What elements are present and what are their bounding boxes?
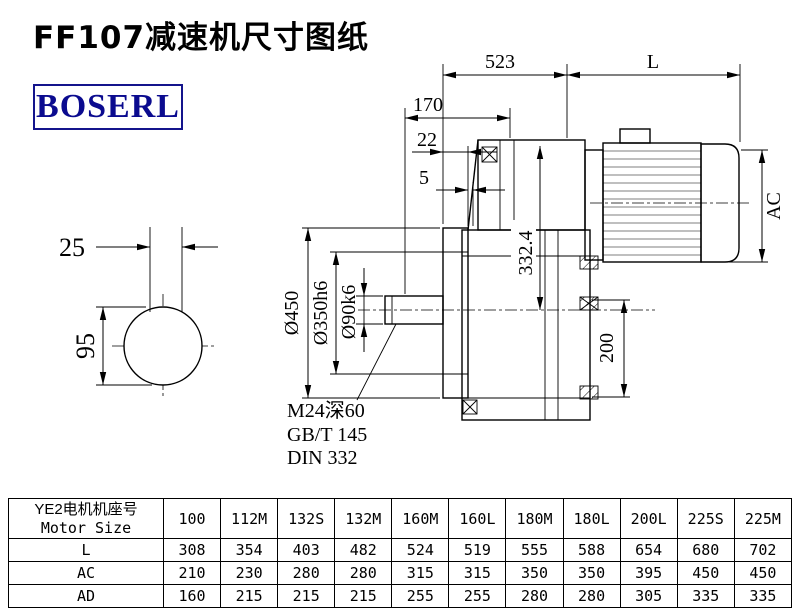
note-thread: M24深60 xyxy=(287,399,365,422)
motor xyxy=(584,128,740,263)
table-cell: 315 xyxy=(391,561,450,585)
table-cell: 482 xyxy=(334,538,393,562)
col-header: 160L xyxy=(448,498,507,539)
col-header: 132M xyxy=(334,498,393,539)
dim-523: 523 xyxy=(485,51,515,73)
table-cell: 350 xyxy=(562,561,621,585)
table-cell: 210 xyxy=(162,561,222,585)
row-label: AD xyxy=(8,584,164,608)
table-cell: 524 xyxy=(391,538,450,562)
shaft-end-view: 25 95 xyxy=(59,227,218,398)
col-header: 112M xyxy=(220,498,279,539)
col-header: 160M xyxy=(391,498,450,539)
table-row-l: L 308 354 403 482 524 519 555 588 654 68… xyxy=(8,538,793,562)
row-label: AC xyxy=(8,561,164,585)
table-cell: 519 xyxy=(448,538,507,562)
dim-22: 22 xyxy=(417,129,437,151)
dim-450: Ø450 xyxy=(281,291,303,335)
output-flange xyxy=(442,227,469,399)
table-cell: 215 xyxy=(277,584,336,608)
col-header: 100 xyxy=(162,498,222,539)
motor-size-table: YE2电机机座号 Motor Size 100 112M 132S 132M 1… xyxy=(8,498,793,608)
motor-adapter xyxy=(584,149,604,261)
motor-size-header-cell: YE2电机机座号 Motor Size xyxy=(8,498,164,539)
table-cell: 280 xyxy=(277,561,336,585)
row-label: L xyxy=(8,538,164,562)
table-cell: 350 xyxy=(505,561,564,585)
table-cell: 680 xyxy=(676,538,735,562)
dim-350h6: Ø350h6 xyxy=(310,281,332,345)
table-cell: 354 xyxy=(220,538,279,562)
dim-95: 95 xyxy=(71,333,100,359)
col-header: 200L xyxy=(619,498,678,539)
col-header: 225M xyxy=(733,498,793,539)
dim-5: 5 xyxy=(419,167,429,189)
col-header: 225S xyxy=(676,498,735,539)
bearing-cap-top xyxy=(481,146,498,163)
table-cell: 160 xyxy=(162,584,222,608)
table-cell: 280 xyxy=(505,584,564,608)
table-cell: 395 xyxy=(619,561,678,585)
motor-fins xyxy=(603,150,701,256)
table-cell: 255 xyxy=(391,584,450,608)
table-cell: 450 xyxy=(733,561,793,585)
table-cell: 335 xyxy=(676,584,735,608)
table-cell: 450 xyxy=(676,561,735,585)
dim-200: 200 xyxy=(596,333,618,363)
table-row-ad: AD 160 215 215 215 255 255 280 280 305 3… xyxy=(8,584,793,608)
table-cell: 230 xyxy=(220,561,279,585)
table-cell: 588 xyxy=(562,538,621,562)
table-cell: 315 xyxy=(448,561,507,585)
table-cell: 335 xyxy=(733,584,793,608)
col-header: 132S xyxy=(277,498,336,539)
motor-size-label-cn: YE2电机机座号 xyxy=(34,500,138,518)
dimensions: 523 L 170 22 5 AC xyxy=(281,51,785,469)
dim-AC: AC xyxy=(763,192,785,220)
dim-L: L xyxy=(647,51,659,73)
terminal-box xyxy=(619,128,651,144)
col-header: 180M xyxy=(505,498,564,539)
table-header-row: YE2电机机座号 Motor Size 100 112M 132S 132M 1… xyxy=(8,498,793,539)
table-cell: 654 xyxy=(619,538,678,562)
dim-332-4: 332.4 xyxy=(515,231,537,276)
page-title: FF107减速机尺寸图纸 xyxy=(33,20,370,56)
table-cell: 280 xyxy=(334,561,393,585)
dim-90k6: Ø90k6 xyxy=(338,285,360,339)
table-cell: 555 xyxy=(505,538,564,562)
table-row-ac: AC 210 230 280 280 315 315 350 350 395 4… xyxy=(8,561,793,585)
table-cell: 215 xyxy=(220,584,279,608)
dim-170: 170 xyxy=(413,94,443,116)
table-cell: 255 xyxy=(448,584,507,608)
note-din: DIN 332 xyxy=(287,447,358,469)
shaft-section-circle xyxy=(123,306,203,386)
bearing-cap-bottom xyxy=(462,399,478,415)
table-cell: 215 xyxy=(334,584,393,608)
table-cell: 280 xyxy=(562,584,621,608)
output-shaft xyxy=(384,295,444,325)
motor-body xyxy=(602,142,702,263)
table-cell: 308 xyxy=(162,538,222,562)
motor-size-label-en: Motor Size xyxy=(40,518,132,537)
brand-logo: BOSERL xyxy=(33,84,183,130)
table-cell: 305 xyxy=(619,584,678,608)
note-gbt: GB/T 145 xyxy=(287,424,367,446)
dim-25: 25 xyxy=(59,233,85,262)
table-cell: 702 xyxy=(733,538,793,562)
technical-drawing: 25 95 xyxy=(59,51,785,469)
table-cell: 403 xyxy=(277,538,336,562)
col-header: 180L xyxy=(562,498,621,539)
gearbox-view xyxy=(358,139,752,421)
housing-upper xyxy=(477,139,586,231)
